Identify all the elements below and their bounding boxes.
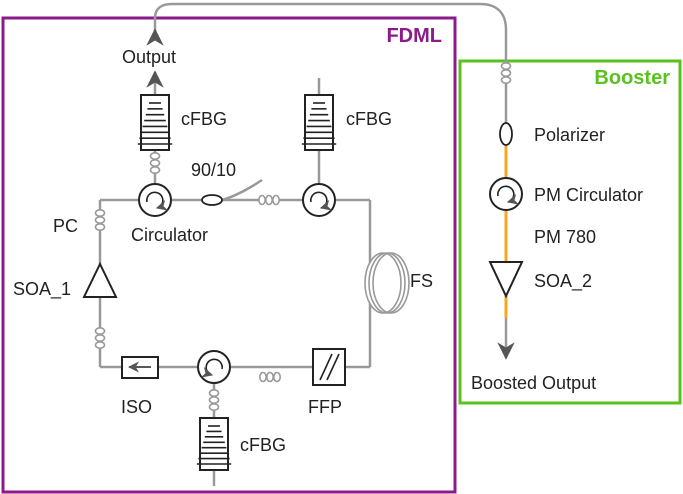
pc-left-lower-icon — [94, 326, 106, 349]
pc-label: PC — [53, 216, 78, 236]
soa-2-amplifier-icon — [488, 261, 524, 299]
cfbg-top-right-icon — [301, 94, 337, 151]
pm-780-label: PM 780 — [534, 227, 596, 247]
iso-label: ISO — [121, 397, 152, 417]
cfbg-bottom-icon — [196, 417, 232, 471]
coupler-tap-fiber — [221, 178, 263, 202]
output-label: Output — [122, 47, 176, 67]
cfbg-top-left-icon — [137, 94, 173, 151]
soa-1-amplifier-icon — [82, 261, 118, 298]
boosted-output-label: Boosted Output — [471, 373, 596, 393]
pm-circulator-icon — [489, 177, 523, 211]
ffp-label: FFP — [308, 397, 342, 417]
pc-left-icon — [94, 209, 106, 232]
fs-label: FS — [410, 271, 433, 291]
fiber-paths — [98, 2, 515, 486]
fdml-to-booster-fiber — [153, 2, 508, 123]
booster-title: Booster — [594, 67, 670, 89]
coupler-90-10-icon — [201, 194, 223, 206]
circulator-bottom-icon — [197, 350, 231, 384]
isolator-icon — [121, 356, 159, 379]
soa-2-label: SOA_2 — [534, 271, 592, 292]
pc-bottom-right-icon — [258, 371, 281, 383]
booster-box — [458, 59, 682, 405]
circulator-label: Circulator — [131, 225, 208, 245]
circulator-top-left-icon — [138, 183, 172, 217]
cfbg-top-left-label: cFBG — [181, 109, 227, 129]
circulator-top-right-icon — [302, 183, 336, 217]
fdml-box — [1, 16, 457, 494]
pm-circulator-label: PM Circulator — [534, 185, 643, 205]
pc-booster-icon — [500, 61, 512, 85]
fdml-title: FDML — [386, 25, 442, 47]
polarizer-label: Polarizer — [534, 125, 605, 145]
pc-bottom-icon — [208, 388, 220, 411]
ffp-filter-icon — [312, 348, 346, 386]
fiber-spool-icon — [364, 252, 410, 314]
pc-top-left-icon — [149, 152, 161, 175]
cfbg-top-right-label: cFBG — [346, 109, 392, 129]
coupler-ratio-label: 90/10 — [191, 160, 236, 180]
polarizer-icon — [499, 122, 513, 146]
pc-top-middle-icon — [257, 194, 280, 206]
cfbg-bottom-label: cFBG — [240, 435, 286, 455]
soa-1-label: SOA_1 — [13, 279, 71, 300]
